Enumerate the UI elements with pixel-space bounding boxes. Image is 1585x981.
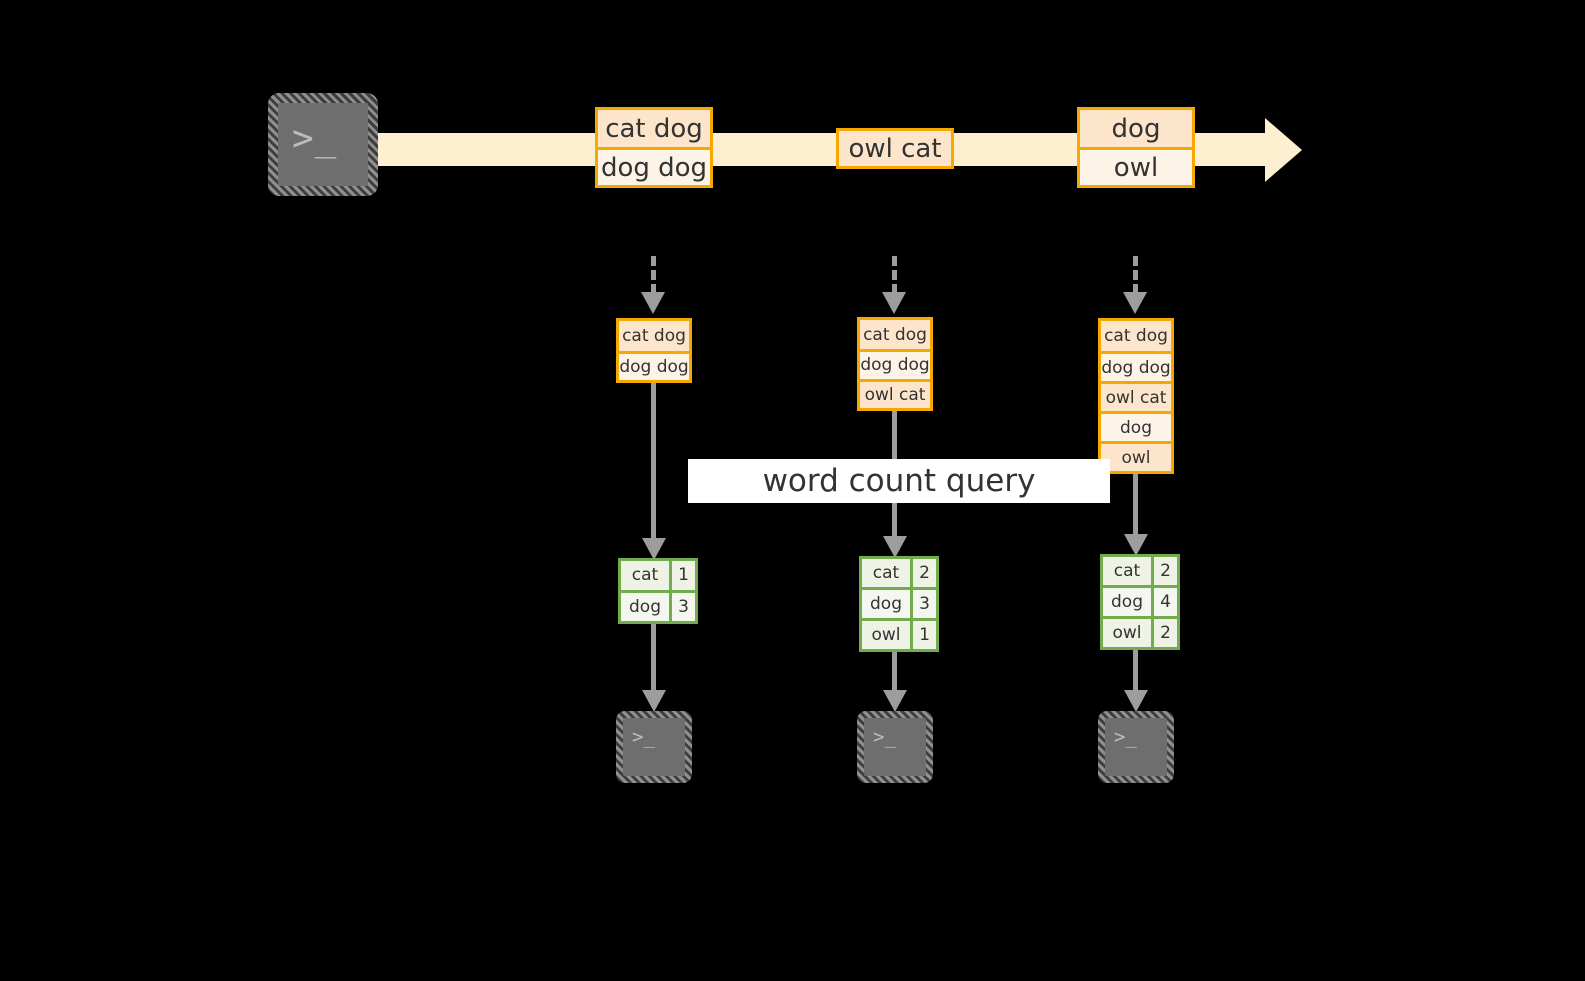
table-cell-key: owl bbox=[1103, 619, 1151, 647]
result-table-2[interactable]: cat 2 dog 3 owl 1 bbox=[859, 556, 939, 652]
dashed-down-arrow bbox=[892, 256, 897, 294]
record-line: dog dog bbox=[598, 147, 710, 185]
table-cell-key: dog bbox=[621, 592, 669, 621]
table-row: dog 3 bbox=[621, 589, 695, 621]
buffer-line: dog dog bbox=[1101, 351, 1171, 381]
table-row: cat 2 bbox=[1103, 557, 1177, 585]
record-line: owl bbox=[1080, 147, 1192, 185]
terminal-prompt-icon: >_ bbox=[632, 726, 655, 748]
sink-terminal-3[interactable]: >_ bbox=[1098, 711, 1174, 783]
table-cell-key: dog bbox=[1103, 588, 1151, 616]
table-cell-key: cat bbox=[862, 559, 910, 587]
dashed-down-arrow bbox=[1133, 256, 1138, 294]
table-cell-key: cat bbox=[1103, 557, 1151, 585]
result-table-3[interactable]: cat 2 dog 4 owl 2 bbox=[1100, 554, 1180, 650]
table-cell-value: 2 bbox=[1151, 557, 1177, 585]
flow-arrow-buffer-to-result-1 bbox=[651, 383, 656, 543]
flow-arrow-result-to-sink-3 bbox=[1133, 650, 1138, 694]
table-cell-value: 1 bbox=[910, 621, 936, 649]
buffer-box-2[interactable]: cat dog dog dog owl cat bbox=[857, 317, 933, 411]
flow-arrow-buffer-to-result-3 bbox=[1133, 474, 1138, 538]
table-cell-key: owl bbox=[862, 621, 910, 649]
flow-arrow-result-to-sink-2 bbox=[892, 652, 897, 694]
table-cell-key: dog bbox=[862, 590, 910, 618]
buffer-box-1[interactable]: cat dog dog dog bbox=[616, 318, 692, 383]
flow-arrow-head bbox=[883, 690, 907, 712]
table-row: owl 2 bbox=[1103, 616, 1177, 647]
record-line: dog bbox=[1080, 110, 1192, 148]
flow-arrow-head bbox=[642, 690, 666, 712]
flow-arrow-head bbox=[642, 538, 666, 560]
table-row: owl 1 bbox=[862, 618, 936, 649]
query-label: word count query bbox=[688, 459, 1110, 503]
table-row: dog 4 bbox=[1103, 585, 1177, 616]
stream-record-2[interactable]: owl cat bbox=[836, 128, 954, 169]
flow-arrow-head bbox=[1124, 690, 1148, 712]
buffer-line: owl bbox=[1101, 441, 1171, 471]
stream-arrowhead bbox=[1265, 118, 1302, 182]
result-table-1[interactable]: cat 1 dog 3 bbox=[618, 558, 698, 624]
flow-arrow-head bbox=[1124, 534, 1148, 556]
buffer-line: dog dog bbox=[860, 349, 930, 379]
dashed-arrow-head bbox=[882, 292, 906, 314]
sink-terminal-1[interactable]: >_ bbox=[616, 711, 692, 783]
table-row: cat 1 bbox=[621, 561, 695, 590]
table-cell-value: 2 bbox=[1151, 619, 1177, 647]
flow-arrow-result-to-sink-1 bbox=[651, 624, 656, 694]
dashed-down-arrow bbox=[651, 256, 656, 294]
table-cell-value: 3 bbox=[910, 590, 936, 618]
table-cell-key: cat bbox=[621, 561, 669, 590]
buffer-box-3[interactable]: cat dog dog dog owl cat dog owl bbox=[1098, 318, 1174, 474]
stream-record-3[interactable]: dog owl bbox=[1077, 107, 1195, 188]
buffer-line: cat dog bbox=[1101, 321, 1171, 351]
table-row: cat 2 bbox=[862, 559, 936, 587]
sink-terminal-2[interactable]: >_ bbox=[857, 711, 933, 783]
table-cell-value: 4 bbox=[1151, 588, 1177, 616]
dashed-arrow-head bbox=[1123, 292, 1147, 314]
dashed-arrow-head bbox=[641, 292, 665, 314]
terminal-prompt-icon: >_ bbox=[873, 726, 896, 748]
buffer-line: dog dog bbox=[619, 350, 689, 380]
table-cell-value: 1 bbox=[669, 561, 695, 590]
terminal-prompt-icon: >_ bbox=[1114, 726, 1137, 748]
table-cell-value: 2 bbox=[910, 559, 936, 587]
terminal-prompt-icon: >_ bbox=[292, 118, 338, 159]
query-label-text: word count query bbox=[762, 463, 1036, 499]
buffer-line: owl cat bbox=[1101, 381, 1171, 411]
record-line: owl cat bbox=[839, 131, 951, 166]
buffer-line: cat dog bbox=[619, 321, 689, 351]
record-line: cat dog bbox=[598, 110, 710, 148]
buffer-line: cat dog bbox=[860, 320, 930, 350]
source-terminal[interactable]: >_ bbox=[268, 93, 378, 196]
buffer-line: owl cat bbox=[860, 378, 930, 408]
table-cell-value: 3 bbox=[669, 592, 695, 621]
buffer-line: dog bbox=[1101, 411, 1171, 441]
flow-arrow-head bbox=[883, 536, 907, 558]
stream-record-1[interactable]: cat dog dog dog bbox=[595, 107, 713, 188]
table-row: dog 3 bbox=[862, 587, 936, 618]
